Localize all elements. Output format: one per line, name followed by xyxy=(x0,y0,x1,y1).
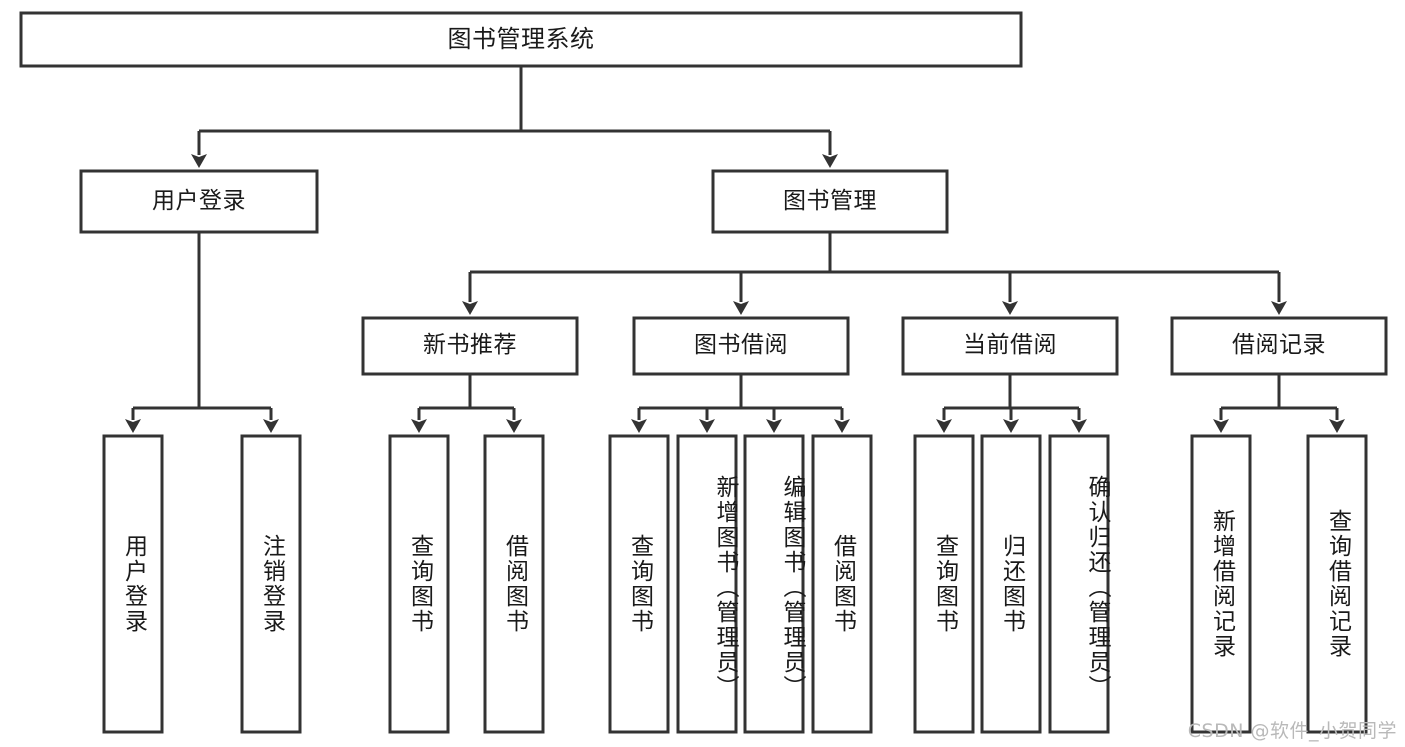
leaf-box-user-login-0[interactable] xyxy=(102,434,164,734)
leaf-box-current-borrow-0[interactable] xyxy=(913,434,975,734)
leaf-box-borrow-records-0[interactable] xyxy=(1190,434,1252,734)
leaf-box-current-borrow-2[interactable] xyxy=(1048,434,1110,734)
leaf-box-new-book-1[interactable] xyxy=(483,434,545,734)
leaf-box-new-book-0[interactable] xyxy=(388,434,450,734)
node-box-book-management[interactable] xyxy=(711,169,949,234)
leaf-box-borrow-records-1[interactable] xyxy=(1306,434,1368,734)
leaf-box-book-borrow-0[interactable] xyxy=(608,434,670,734)
leaf-box-book-borrow-1[interactable] xyxy=(676,434,738,734)
node-box-book-borrow[interactable] xyxy=(632,316,850,376)
leaf-box-user-login-1[interactable] xyxy=(240,434,302,734)
leaf-box-current-borrow-1[interactable] xyxy=(980,434,1042,734)
node-box-new-book-recommend[interactable] xyxy=(361,316,579,376)
node-box-borrow-records[interactable] xyxy=(1170,316,1388,376)
leaf-box-book-borrow-3[interactable] xyxy=(811,434,873,734)
node-box-root[interactable] xyxy=(19,11,1023,68)
leaf-box-book-borrow-2[interactable] xyxy=(743,434,805,734)
node-box-current-borrow[interactable] xyxy=(901,316,1119,376)
node-box-user-login[interactable] xyxy=(79,169,319,234)
